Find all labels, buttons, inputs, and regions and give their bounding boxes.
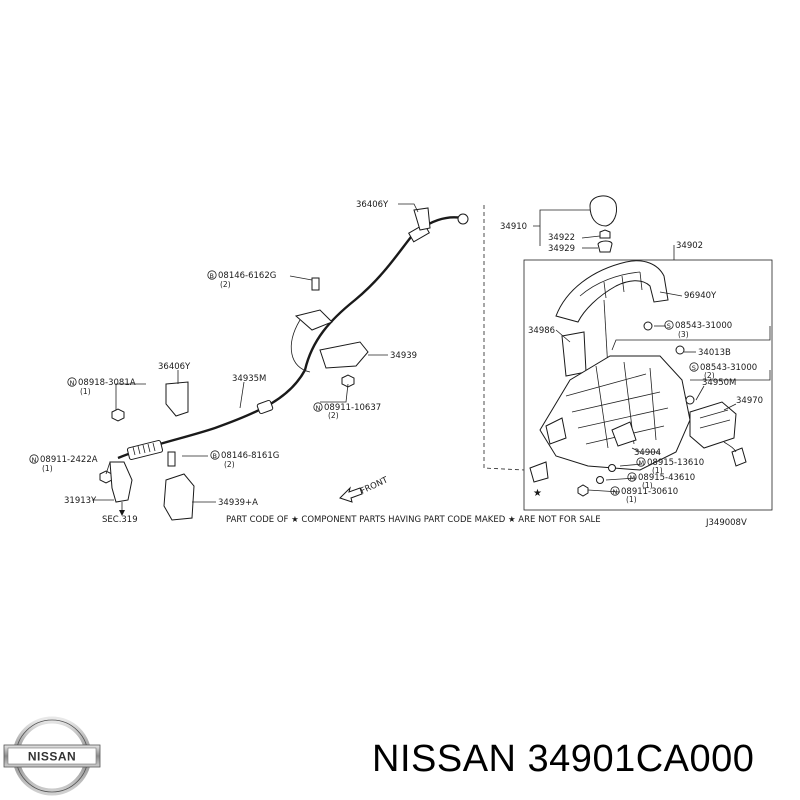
label-08543-31000-b-qty: (2)	[704, 371, 715, 380]
cable-grommet	[256, 399, 274, 415]
label-34910: 34910	[500, 222, 527, 232]
label-34939: 34939	[390, 351, 417, 361]
label-08911-2422a-qty: (1)	[42, 464, 53, 473]
footnote: PART CODE OF ★ COMPONENT PARTS HAVING PA…	[226, 515, 601, 525]
knob-clip	[599, 229, 611, 239]
circle-s-icon	[664, 320, 674, 330]
nissan-logo: NISSAN	[3, 716, 101, 796]
bracket-34939a	[163, 473, 195, 521]
label-34902: 34902	[676, 241, 703, 251]
knob-button	[597, 240, 613, 253]
circle-s-letter: S	[692, 364, 696, 372]
nut-icon	[577, 484, 589, 497]
label-08543-31000-a: 08543-31000	[675, 321, 732, 331]
nut-icon	[111, 408, 125, 422]
star-icon: ★	[533, 488, 542, 499]
label-34013b: 34013B	[698, 348, 731, 358]
circle-n-icon	[67, 377, 77, 387]
leader-lines	[92, 203, 771, 503]
label-34986: 34986	[528, 326, 555, 336]
part-number-caption: NISSAN 34901CA000	[372, 738, 755, 780]
cable-clip-top	[413, 207, 431, 231]
label-96940y: 96940Y	[684, 291, 717, 301]
circle-m-icon	[627, 472, 637, 482]
circle-s-icon	[689, 362, 699, 372]
connector-34970	[731, 447, 747, 467]
circle-n-letter: N	[32, 456, 37, 464]
screw-icon	[685, 395, 695, 405]
label-08915-43610-qty: (1)	[642, 481, 653, 490]
nut-icon	[341, 374, 355, 388]
circle-b-letter: B	[210, 272, 214, 280]
label-08918-3081a: 08918-3081A	[78, 378, 136, 388]
circle-b-letter: B	[213, 452, 217, 460]
label-08918-3081a-qty: (1)	[80, 387, 91, 396]
label-34922: 34922	[548, 233, 575, 243]
label-34939a: 34939+A	[218, 498, 258, 508]
circle-n-icon	[29, 454, 39, 464]
cable-end-fitting	[126, 439, 164, 461]
circle-n-icon	[610, 486, 620, 496]
arrow-down-icon	[119, 510, 125, 516]
label-34970: 34970	[736, 396, 763, 406]
label-08911-30610-qty: (1)	[626, 495, 637, 504]
label-08911-10637-qty: (2)	[328, 411, 339, 420]
label-08146-8161g-qty: (2)	[224, 460, 235, 469]
label-34904: 34904	[634, 448, 661, 458]
circle-m-icon	[636, 457, 646, 467]
label-08911-10637: 08911-10637	[324, 403, 381, 413]
label-08543-31000-b: 08543-31000	[700, 363, 757, 373]
diagram-code: J349008V	[705, 518, 747, 528]
label-34935m: 34935M	[232, 374, 266, 384]
circle-n-letter: N	[70, 379, 75, 387]
part-not-for-sale	[529, 461, 549, 483]
bolt-icon	[167, 451, 176, 467]
circle-s-letter: S	[667, 322, 671, 330]
label-sec-319: SEC.319	[102, 515, 138, 525]
screw-icon	[608, 464, 616, 472]
label-31913y: 31913Y	[64, 496, 97, 506]
screw-icon	[596, 476, 604, 484]
shift-lock-solenoid	[689, 401, 737, 449]
label-08146-6162g-qty: (2)	[220, 280, 231, 289]
circle-m-letter: M	[630, 474, 636, 482]
label-08146-6162g: 08146-6162G	[218, 271, 276, 281]
front-arrow-icon	[339, 486, 363, 503]
circle-n-letter: N	[316, 404, 321, 412]
bracket-36406y	[165, 381, 189, 417]
shifter-base	[539, 355, 691, 471]
bracket-34939	[319, 341, 369, 369]
cable-bracket-upper	[294, 309, 333, 331]
circle-n-icon	[313, 402, 323, 412]
label-36406y-mid: 36406Y	[158, 362, 191, 372]
label-36406y-top: 36406Y	[356, 200, 389, 210]
label-08911-30610: 08911-30610	[621, 487, 678, 497]
shifter-assembly-frame	[523, 259, 773, 511]
section-boundary-dashed	[483, 205, 525, 471]
circle-m-letter: M	[639, 459, 645, 467]
circle-n-letter: N	[613, 488, 618, 496]
bolt-icon	[311, 277, 320, 291]
label-08146-8161g: 08146-8161G	[221, 451, 279, 461]
circle-b-icon	[207, 270, 217, 280]
screw-icon	[643, 321, 653, 331]
cable-eye-end	[457, 213, 469, 225]
label-08543-31000-a-qty: (3)	[678, 330, 689, 339]
cable-loop	[291, 319, 311, 373]
label-34950m: 34950M	[702, 378, 736, 388]
label-34929: 34929	[548, 244, 575, 254]
label-08911-2422a: 08911-2422A	[40, 455, 98, 465]
shift-indicator-cover	[555, 260, 669, 323]
screw-icon	[675, 345, 685, 355]
shift-knob	[589, 195, 617, 227]
label-08915-43610: 08915-43610	[638, 473, 695, 483]
label-08915-13610-qty: (1)	[652, 466, 663, 475]
shift-cable	[117, 216, 463, 460]
label-front: FRONT	[359, 475, 390, 497]
circle-b-icon	[210, 450, 220, 460]
logo-wordmark: NISSAN	[28, 750, 76, 764]
label-08915-13610: 08915-13610	[647, 458, 704, 468]
bracket-31913y	[109, 461, 133, 503]
